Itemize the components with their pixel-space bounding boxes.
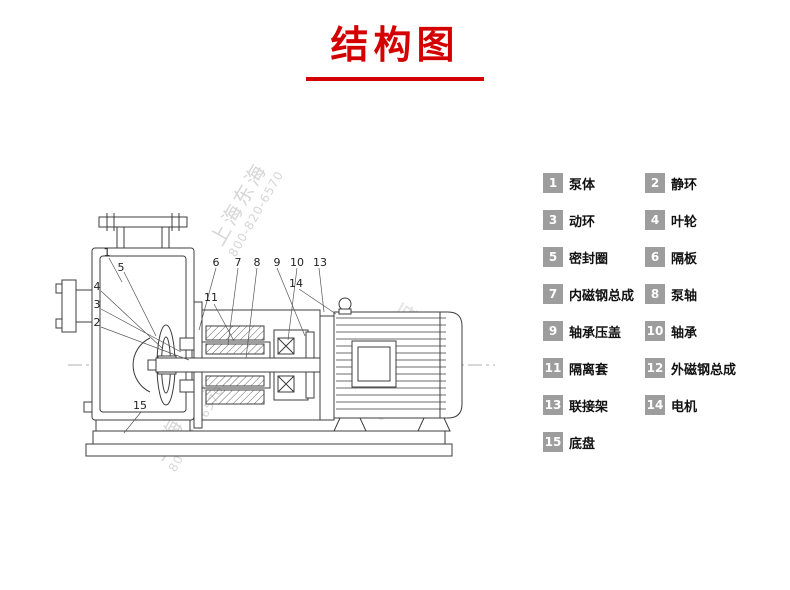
- callout-9: 9: [274, 256, 281, 269]
- part-label: 外磁钢总成: [671, 362, 737, 378]
- callout-1: 1: [104, 246, 111, 259]
- legend-item-2: 2 静环: [645, 173, 778, 193]
- callout-8: 8: [254, 256, 261, 269]
- legend-item-1: 1 泵体: [543, 173, 645, 193]
- pump-assembly: [55, 213, 463, 457]
- part-label: 静环: [671, 177, 698, 193]
- part-label: 联接架: [569, 399, 609, 415]
- callout-3: 3: [94, 298, 101, 311]
- part-number-badge: 15: [543, 432, 563, 452]
- part-number-badge: 4: [645, 210, 665, 230]
- callout-15: 15: [133, 399, 147, 412]
- part-label: 密封圈: [569, 251, 609, 267]
- part-label: 叶轮: [671, 214, 698, 230]
- part-number-badge: 6: [645, 247, 665, 267]
- part-number-badge: 14: [645, 395, 665, 415]
- bearings: [277, 337, 295, 393]
- part-number-badge: 10: [645, 321, 665, 341]
- part-number-badge: 13: [543, 395, 563, 415]
- part-label: 轴承: [671, 325, 698, 341]
- seal-assembly: [179, 337, 197, 393]
- part-label: 泵轴: [671, 288, 698, 304]
- pump-shaft: [147, 357, 331, 373]
- legend-item-15: 15 底盘: [543, 432, 645, 452]
- page-title: 结构图: [330, 23, 460, 67]
- parts-legend: 1 泵体 2 静环 3 动环 4 叶轮 5 密封圈 6 隔板 7 内磁钢总成 8…: [543, 173, 778, 452]
- legend-item-10: 10 轴承: [645, 321, 778, 341]
- part-label: 电机: [671, 399, 698, 415]
- callout-numbers: 1 5 4 3 2 6 7 8 9 10 13 11 14 15: [94, 246, 328, 412]
- callout-6: 6: [213, 256, 220, 269]
- bearing-gland: [305, 331, 315, 399]
- pump-structure-diagram: 1 5 4 3 2 6 7 8 9 10 13 11 14 15: [40, 140, 520, 480]
- legend-item-6: 6 隔板: [645, 247, 778, 267]
- pump-drawing: 1 5 4 3 2 6 7 8 9 10 13 11 14 15: [55, 213, 495, 457]
- callout-14: 14: [289, 277, 303, 290]
- legend-item-3: 3 动环: [543, 210, 645, 230]
- part-label: 隔离套: [569, 362, 609, 378]
- part-label: 内磁钢总成: [569, 288, 635, 304]
- part-number-badge: 3: [543, 210, 563, 230]
- legend-item-14: 14 电机: [645, 395, 778, 415]
- part-label: 隔板: [671, 251, 698, 267]
- callout-10: 10: [290, 256, 304, 269]
- callout-2: 2: [94, 316, 101, 329]
- legend-item-11: 11 隔离套: [543, 358, 645, 378]
- part-number-badge: 5: [543, 247, 563, 267]
- callout-4: 4: [94, 280, 101, 293]
- legend-item-8: 8 泵轴: [645, 284, 778, 304]
- callout-11: 11: [204, 291, 218, 304]
- title-underline: [306, 77, 484, 81]
- legend-item-7: 7 内磁钢总成: [543, 284, 645, 304]
- part-number-badge: 2: [645, 173, 665, 193]
- part-number-badge: 8: [645, 284, 665, 304]
- motor: [319, 297, 463, 432]
- baseplate: [85, 430, 453, 457]
- part-number-badge: 1: [543, 173, 563, 193]
- suction-flange: [98, 213, 188, 248]
- callout-leader-lines: [100, 257, 337, 434]
- lifting-eye: [338, 297, 352, 311]
- part-number-badge: 12: [645, 358, 665, 378]
- legend-item-13: 13 联接架: [543, 395, 645, 415]
- part-number-badge: 9: [543, 321, 563, 341]
- legend-item-12: 12 外磁钢总成: [645, 358, 778, 378]
- part-label: 动环: [569, 214, 596, 230]
- callout-5: 5: [118, 261, 125, 274]
- callout-13: 13: [313, 256, 327, 269]
- part-label: 轴承压盖: [569, 325, 622, 341]
- legend-item-5: 5 密封圈: [543, 247, 645, 267]
- page-header: 结构图: [0, 0, 790, 81]
- callout-7: 7: [235, 256, 242, 269]
- part-label: 泵体: [569, 177, 596, 193]
- part-number-badge: 11: [543, 358, 563, 378]
- legend-item-4: 4 叶轮: [645, 210, 778, 230]
- part-label: 底盘: [569, 436, 596, 452]
- part-number-badge: 7: [543, 284, 563, 304]
- discharge-flange: [55, 279, 92, 333]
- legend-item-9: 9 轴承压盖: [543, 321, 645, 341]
